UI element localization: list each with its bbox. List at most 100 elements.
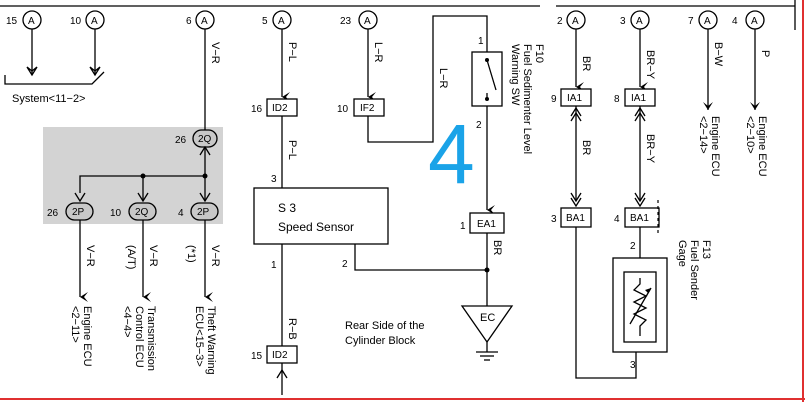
svg-text:A: A: [751, 16, 758, 27]
f13-label: F13 Fuel Sender Gage: [676, 240, 712, 300]
wire-label-br-top: BR: [580, 56, 592, 71]
svg-text:EA1: EA1: [477, 219, 496, 230]
svg-text:8: 8: [614, 94, 620, 105]
wire-label-vr-b: V−R: [147, 245, 159, 267]
connector-ea1: 1 EA1: [460, 212, 505, 234]
svg-text:IF2: IF2: [360, 103, 375, 114]
connector-ba1-a: 3 BA1: [551, 207, 592, 228]
svg-text:3: 3: [551, 214, 557, 225]
wire-label-lr-top: L−R: [372, 42, 384, 63]
svg-text:Rear Side of the: Rear Side of the: [345, 320, 425, 332]
svg-text:<2−14>: <2−14>: [697, 116, 709, 154]
dest-theft-ecu: Theft Warning ECU<15−3>: [193, 306, 217, 375]
svg-text:IA1: IA1: [631, 93, 646, 104]
svg-text:10: 10: [110, 208, 122, 219]
svg-text:23: 23: [340, 16, 352, 27]
svg-text:2P: 2P: [72, 207, 85, 218]
svg-text:A: A: [364, 16, 371, 27]
svg-text:2P: 2P: [197, 207, 210, 218]
svg-text:Warning SW: Warning SW: [509, 44, 521, 106]
pin-s3-2: 2: [342, 259, 348, 270]
svg-text:Fuel Sender: Fuel Sender: [688, 240, 700, 300]
big-number-4: 4: [428, 107, 475, 201]
wire-label-p: P: [759, 50, 771, 57]
connector-ia1-b: 8 IA1: [614, 88, 656, 107]
svg-text:S 3: S 3: [278, 201, 296, 215]
svg-text:Engine ECU: Engine ECU: [81, 306, 93, 367]
top-connector-23: 23 A: [340, 10, 378, 30]
svg-text:ID2: ID2: [272, 350, 288, 361]
svg-text:A: A: [28, 16, 35, 27]
svg-text:10: 10: [70, 16, 82, 27]
wire-label-pl-mid: P−L: [286, 140, 298, 160]
svg-text:2Q: 2Q: [198, 134, 212, 145]
wire-label-vr-top: V−R: [209, 42, 221, 64]
pin-f10-2: 2: [476, 120, 482, 131]
svg-text:F10: F10: [533, 44, 545, 63]
svg-text:A: A: [278, 16, 285, 27]
svg-text:F13: F13: [700, 240, 712, 259]
top-connector-3: 3 A: [620, 10, 650, 30]
svg-text:A: A: [91, 16, 98, 27]
pin-s3-3: 3: [271, 174, 277, 185]
pin-s3-1: 1: [271, 260, 277, 271]
svg-text:2Q: 2Q: [135, 207, 149, 218]
svg-text:A: A: [704, 16, 711, 27]
svg-text:EC: EC: [480, 312, 495, 324]
svg-text:<2−10>: <2−10>: [744, 116, 756, 154]
svg-text:A: A: [201, 16, 208, 27]
svg-text:26: 26: [175, 135, 187, 146]
dest-engine-ecu-b: Engine ECU <2−10>: [744, 116, 768, 177]
svg-text:A: A: [572, 16, 579, 27]
svg-text:Fuel Sedimenter Level: Fuel Sedimenter Level: [521, 44, 533, 154]
f10-label: F10 Fuel Sedimenter Level Warning SW: [509, 44, 545, 154]
dest-engine-ecu-a: Engine ECU <2−14>: [697, 116, 721, 177]
svg-text:Theft Warning: Theft Warning: [205, 306, 217, 375]
wire-label-br-mid: BR: [580, 140, 592, 155]
svg-text:<4−4>: <4−4>: [121, 306, 133, 338]
pin-f10-1: 1: [478, 36, 484, 47]
svg-text:<2−11>: <2−11>: [69, 306, 81, 343]
svg-text:2: 2: [557, 16, 563, 27]
svg-text:A: A: [636, 16, 643, 27]
svg-text:10: 10: [337, 104, 349, 115]
svg-text:Gage: Gage: [676, 240, 688, 267]
wire-label-vr-a: V−R: [84, 245, 96, 267]
dest-engine-ecu-c: Engine ECU <2−11>: [69, 306, 93, 367]
svg-text:1: 1: [460, 221, 466, 232]
ground-ec: EC: [460, 305, 514, 361]
wire-label-rb: R−B: [286, 318, 298, 340]
svg-text:BA1: BA1: [630, 213, 649, 224]
svg-text:16: 16: [251, 104, 263, 115]
connector-if2: 10 IF2: [337, 98, 385, 117]
top-connector-7: 7 A: [688, 10, 718, 30]
svg-text:7: 7: [688, 16, 694, 27]
wire-label-br-ea: BR: [491, 240, 503, 255]
svg-text:Control ECU: Control ECU: [133, 306, 145, 368]
top-connector-5: 5 A: [262, 10, 292, 30]
wire-label-lr-mid: L−R: [437, 68, 449, 89]
rear-side-note: Rear Side of the Cylinder Block: [345, 320, 425, 347]
speed-sensor: S 3 Speed Sensor: [253, 187, 389, 245]
system-label: System<11−2>: [12, 93, 85, 105]
svg-text:5: 5: [262, 16, 268, 27]
wire-label-vr-c: V−R: [209, 245, 221, 267]
svg-text:IA1: IA1: [567, 93, 582, 104]
svg-text:Engine ECU: Engine ECU: [709, 116, 721, 177]
fuel-sender-gage: [612, 257, 668, 353]
top-connector-4: 4 A: [732, 10, 765, 30]
pin-f13-3: 3: [630, 360, 636, 371]
top-connector-6: 6 A: [186, 10, 215, 30]
pin-f13-2: 2: [630, 241, 636, 252]
svg-text:9: 9: [551, 94, 557, 105]
connector-ba1-b: 4 BA1: [614, 207, 660, 228]
svg-text:4: 4: [732, 16, 738, 27]
wire-label-bw: B−W: [712, 42, 724, 67]
svg-text:4: 4: [178, 208, 184, 219]
svg-text:15: 15: [251, 351, 263, 362]
svg-text:15: 15: [6, 16, 18, 27]
svg-text:3: 3: [620, 16, 626, 27]
top-connector-10: 10 A: [70, 10, 105, 30]
svg-text:Engine ECU: Engine ECU: [756, 116, 768, 177]
